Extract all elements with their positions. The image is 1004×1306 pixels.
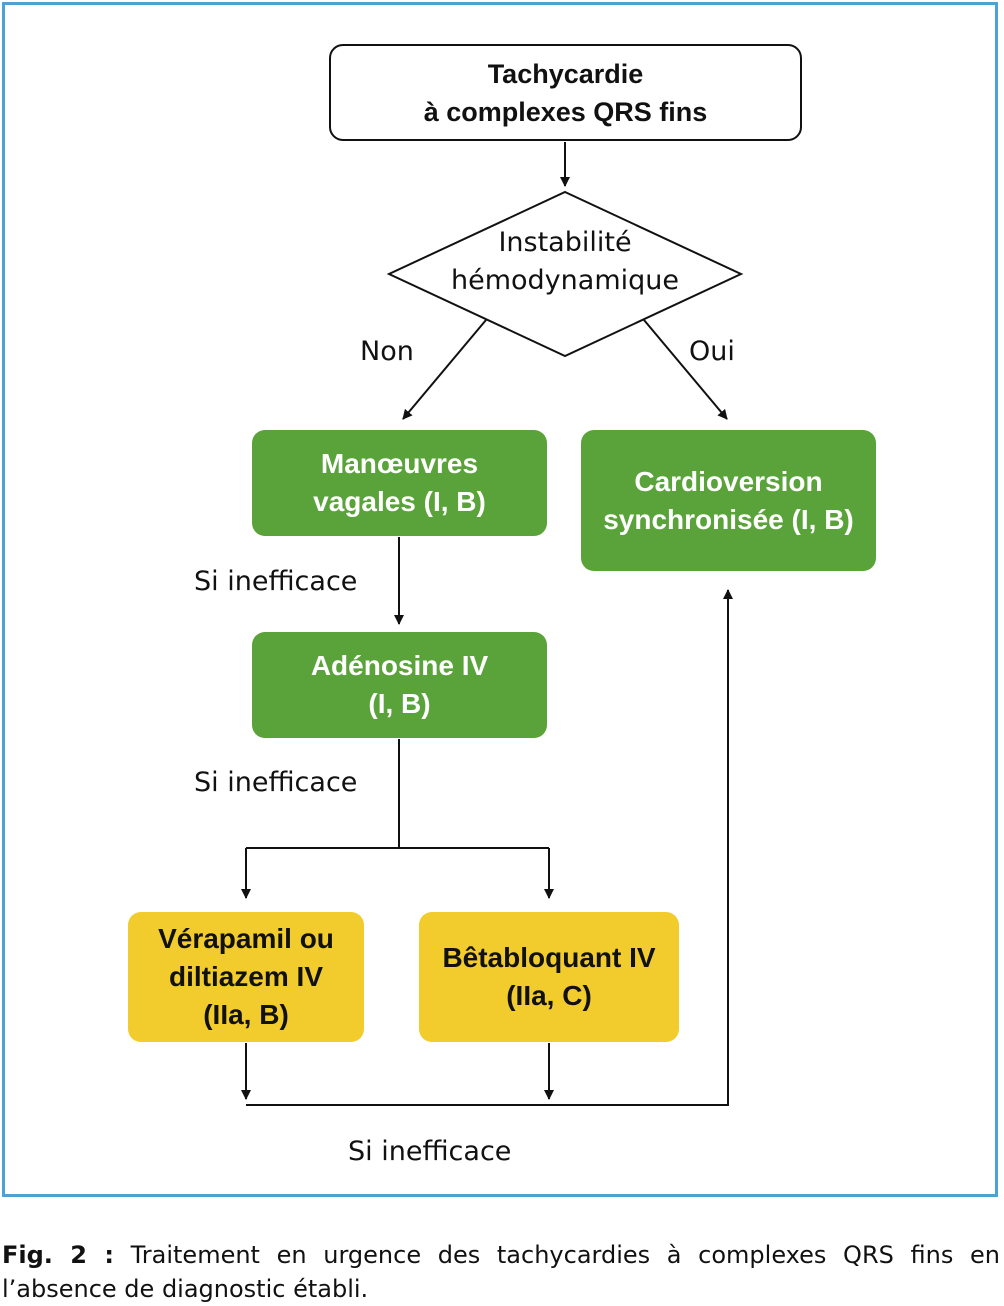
vagal-line-2: vagales (I, B) [313, 486, 486, 517]
cardioversion-line-2: synchronisée (I, B) [603, 503, 854, 535]
connector-adenosine-split [246, 739, 549, 849]
cardioversion-line-1: Cardioversion [634, 465, 823, 497]
decision-line-2: hémodynamique [451, 265, 679, 296]
arrow-decision-to-vagal [402, 319, 487, 420]
arrow-decision-to-cardioversion [643, 319, 728, 420]
adenosine-line-1: Adénosine IV [310, 650, 489, 681]
decision-diamond [386, 190, 744, 358]
figure-frame [2, 2, 998, 1197]
connector-bottom-to-cardioversion [246, 589, 733, 1106]
betablocker-line-1: Bêtabloquant IV [442, 942, 656, 973]
verapamil-node: Vérapamil ou diltiazem IV (IIa, B) [128, 912, 364, 1042]
verapamil-line-2: diltiazem IV [168, 961, 324, 992]
betablocker-line-2: (IIa, C) [506, 980, 592, 1011]
decision-line-1: Instabilité [498, 227, 632, 258]
figure-caption: Fig. 2 : Traitement en urgence des tachy… [2, 1238, 1000, 1306]
adenosine-line-2: (I, B) [368, 688, 431, 719]
label-no: Non [360, 336, 414, 367]
start-line-2: à complexes QRS fins [423, 96, 708, 127]
vagal-line-1: Manœuvres [320, 448, 479, 479]
label-yes: Oui [689, 336, 735, 367]
label-ineffective-3: Si inefficace [348, 1136, 512, 1167]
verapamil-line-1: Vérapamil ou [158, 923, 334, 954]
betablocker-node: Bêtabloquant IV (IIa, C) [419, 912, 679, 1042]
label-ineffective-2: Si inefficace [194, 767, 358, 798]
cardioversion-node: Cardioversion synchronisée (I, B) [581, 430, 876, 571]
label-ineffective-1: Si inefficace [194, 566, 358, 597]
start-node: Tachycardie à complexes QRS fins [329, 44, 802, 141]
adenosine-node: Adénosine IV (I, B) [252, 632, 547, 738]
caption-label: Fig. 2 : [2, 1241, 114, 1269]
verapamil-line-3: (IIa, B) [203, 999, 289, 1030]
vagal-maneuvers-node: Manœuvres vagales (I, B) [252, 430, 547, 536]
start-line-1: Tachycardie [487, 58, 644, 89]
decision-node: Instabilité hémodynamique [415, 224, 715, 300]
caption-text: Traitement en urgence des tachycardies à… [2, 1241, 1000, 1303]
